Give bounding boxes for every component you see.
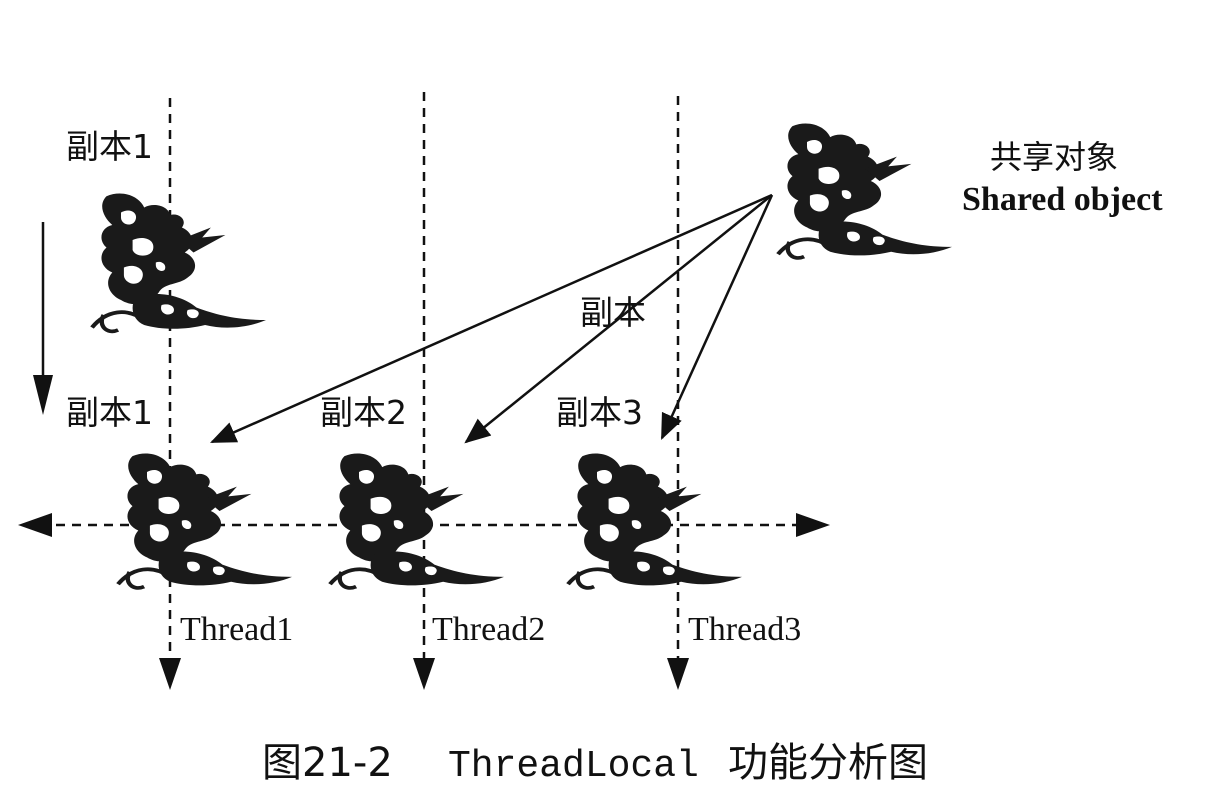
thread3-label: Thread3 bbox=[688, 611, 801, 648]
dragon-icon-copy1-top bbox=[92, 194, 266, 332]
shared-object-cn-label: 共享对象 bbox=[990, 138, 1118, 176]
shared-object-en-label: Shared object bbox=[962, 181, 1163, 218]
copy1-top-label: 副本1 bbox=[66, 127, 153, 166]
copy1-label: 副本1 bbox=[66, 393, 153, 432]
thread3-down-arrowhead bbox=[667, 658, 689, 690]
copy-mid-label: 副本 bbox=[580, 293, 646, 332]
thread2-down-arrowhead bbox=[413, 658, 435, 690]
dragon-icon-thread2 bbox=[330, 453, 504, 587]
caption-suffix: 功能分析图 bbox=[728, 740, 928, 786]
shared-to-copy1-arrow bbox=[212, 195, 772, 442]
caption-prefix: 图21-2 bbox=[262, 740, 393, 786]
thread1-label: Thread1 bbox=[180, 611, 293, 648]
thread2-label: Thread2 bbox=[432, 611, 545, 648]
dragon-icon-thread1 bbox=[118, 453, 292, 587]
axis-left-arrowhead bbox=[18, 513, 52, 537]
caption-code: ThreadLocal bbox=[448, 745, 699, 788]
copy2-label: 副本2 bbox=[320, 393, 407, 432]
copy3-label: 副本3 bbox=[556, 393, 643, 432]
axis-right-arrowhead bbox=[796, 513, 830, 537]
dragon-icon-shared bbox=[778, 123, 952, 257]
dragon-icon-thread3 bbox=[568, 453, 742, 587]
thread1-down-arrowhead bbox=[159, 658, 181, 690]
copy-time-arrowhead bbox=[33, 375, 53, 415]
